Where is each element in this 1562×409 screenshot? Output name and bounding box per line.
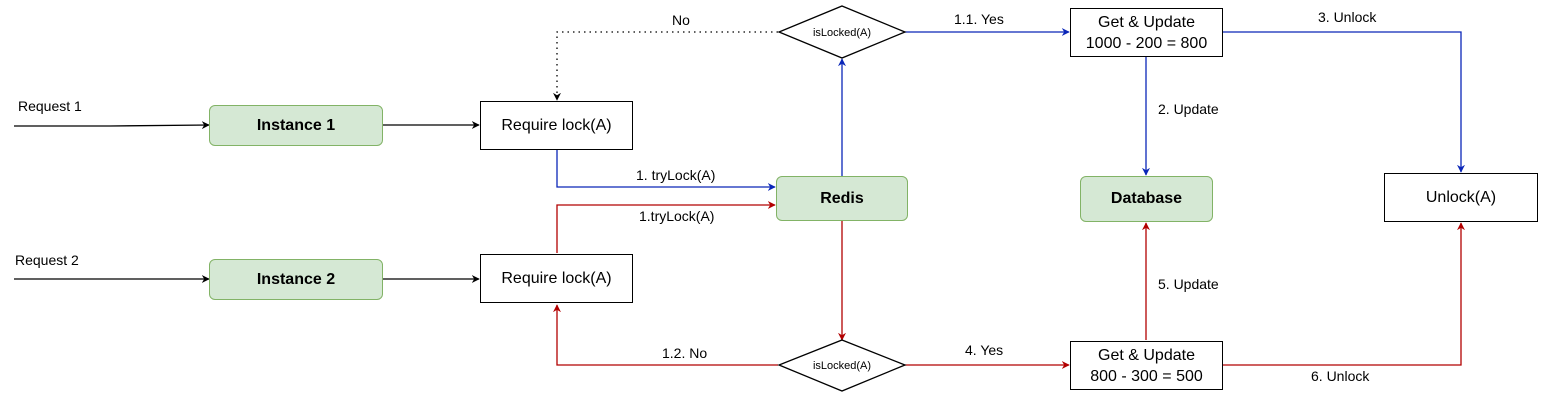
decision-label-top: isLocked(A) bbox=[812, 27, 872, 39]
edge-no-1-2 bbox=[553, 304, 778, 366]
edge-label-yes-4: 4. Yes bbox=[963, 342, 1006, 358]
instance-1-label: Instance 1 bbox=[256, 116, 336, 134]
instance-2-label: Instance 2 bbox=[256, 270, 336, 288]
edge-unlock-6 bbox=[1223, 222, 1465, 366]
database-label: Database bbox=[1110, 190, 1183, 207]
edge-request-1 bbox=[14, 121, 210, 130]
get-update-bottom-line1: Get & Update bbox=[1098, 346, 1195, 364]
require-lock-node-bottom: Require lock(A) bbox=[480, 254, 633, 303]
request-2-label: Request 2 bbox=[13, 252, 81, 268]
require-lock-node-top: Require lock(A) bbox=[480, 101, 633, 150]
get-update-top-line2: 1000 - 200 = 800 bbox=[1085, 34, 1208, 52]
require-lock-label-bottom: Require lock(A) bbox=[501, 269, 612, 287]
require-lock-label-top: Require lock(A) bbox=[501, 116, 612, 134]
database-node: Database bbox=[1080, 176, 1213, 222]
unlock-label: Unlock(A) bbox=[1425, 188, 1497, 206]
edge-label-no: No bbox=[670, 12, 692, 28]
redis-label: Redis bbox=[820, 189, 864, 207]
edge-label-update-5: 5. Update bbox=[1156, 276, 1221, 292]
get-update-top-line1: Get & Update bbox=[1098, 13, 1195, 31]
decision-diamond-bottom bbox=[777, 339, 907, 392]
redis-node: Redis bbox=[776, 176, 908, 221]
instance-1-node: Instance 1 bbox=[209, 105, 383, 146]
edge-unlock-3 bbox=[1223, 31, 1465, 173]
edge-label-trylock-1-bottom: 1.tryLock(A) bbox=[637, 208, 717, 224]
get-update-node-top: Get & Update 1000 - 200 = 800 bbox=[1070, 8, 1223, 57]
edge-label-unlock-6: 6. Unlock bbox=[1309, 368, 1372, 384]
edge-label-no-1-2: 1.2. No bbox=[660, 345, 710, 361]
edge-label-unlock-3: 3. Unlock bbox=[1316, 9, 1379, 25]
request-1-label: Request 1 bbox=[16, 98, 84, 114]
get-update-node-bottom: Get & Update 800 - 300 = 500 bbox=[1070, 341, 1223, 390]
unlock-node: Unlock(A) bbox=[1384, 173, 1538, 222]
edge-trylock-1-red bbox=[556, 201, 776, 253]
edge-no-dotted bbox=[553, 31, 778, 101]
edge-label-yes-1-1: 1.1. Yes bbox=[952, 11, 1006, 27]
edge-label-trylock-1-top: 1. tryLock(A) bbox=[634, 167, 718, 183]
get-update-bottom-line2: 800 - 300 = 500 bbox=[1090, 367, 1203, 385]
decision-diamond-top bbox=[777, 5, 907, 59]
decision-label-bottom: isLocked(A) bbox=[812, 360, 872, 372]
instance-2-node: Instance 2 bbox=[209, 259, 383, 300]
edge-label-update-2: 2. Update bbox=[1156, 101, 1221, 117]
edge-trylock-1-blue bbox=[556, 150, 776, 191]
